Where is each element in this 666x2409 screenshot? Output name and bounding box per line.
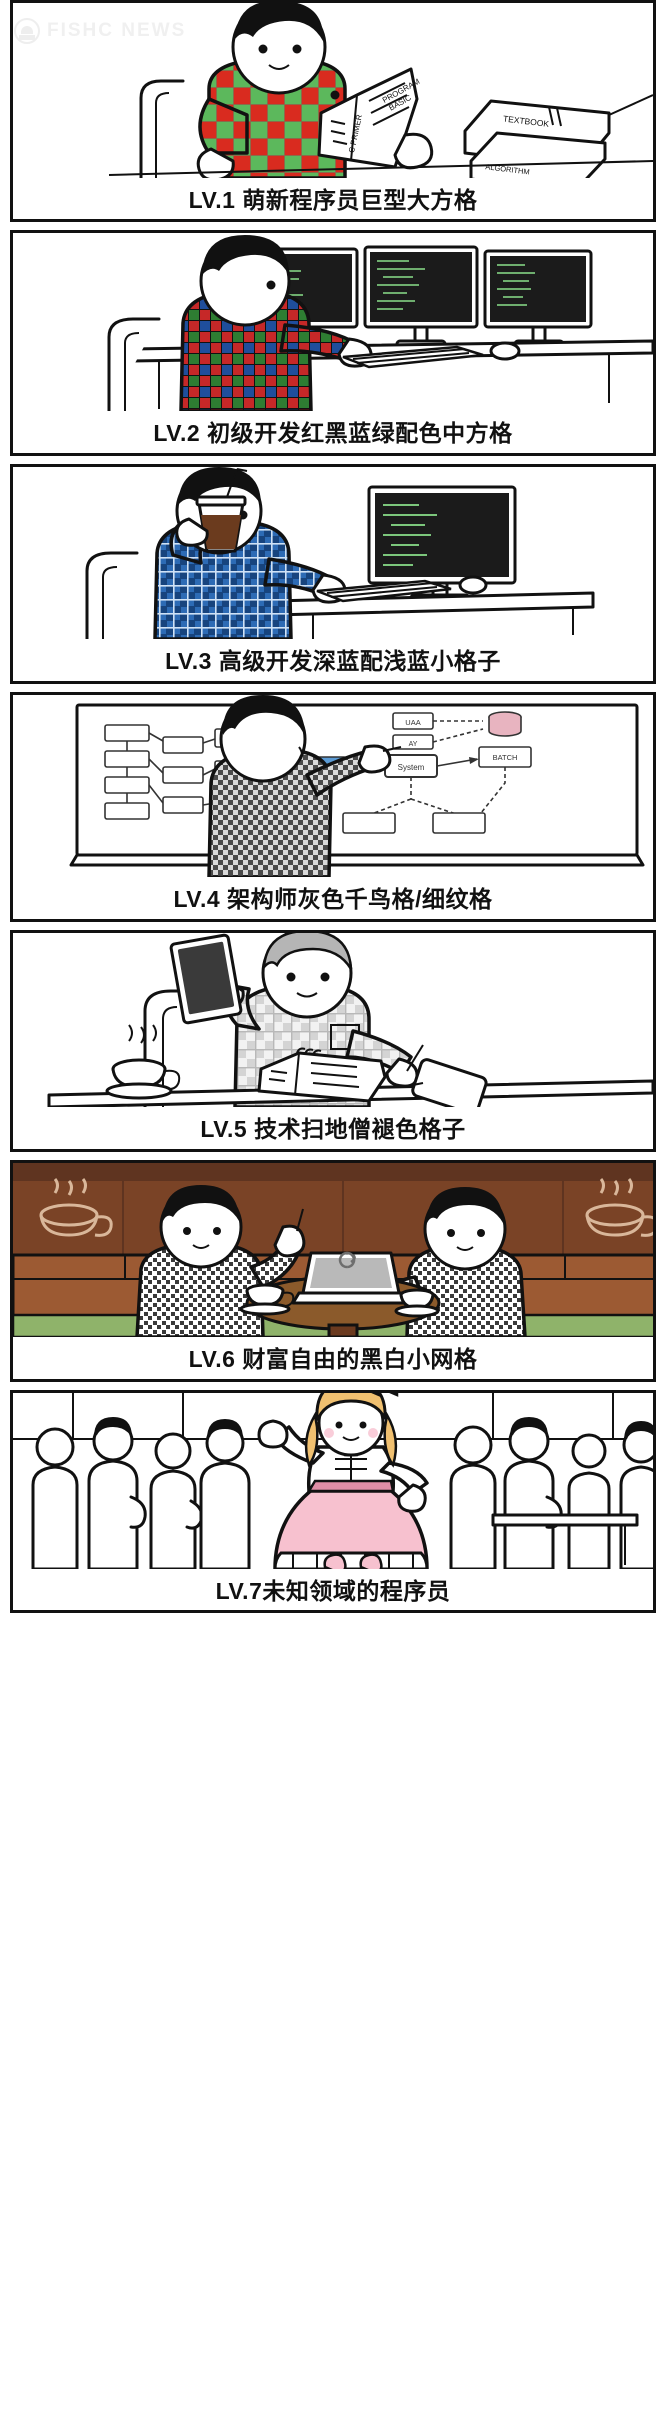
coffee-cup-left: [239, 1283, 295, 1316]
lolita-figure: [257, 1393, 429, 1569]
iced-coffee-cup: [195, 468, 248, 553]
crowd-person-4: [199, 1419, 251, 1569]
panel-lv1-caption: LV.1 萌新程序员巨型大方格: [13, 178, 653, 219]
comic-strip: FISHC NEWS: [10, 0, 656, 1613]
smartphone: [411, 1058, 488, 1107]
svg-text:BATCH: BATCH: [493, 753, 518, 762]
panel-lv3: LV.3 高级开发深蓝配浅蓝小格子: [10, 464, 656, 684]
crowd-person-7: [567, 1433, 611, 1569]
panel-lv5-caption-text: LV.5 技术扫地僧褪色格子: [200, 1116, 466, 1142]
diagram-right: UAA AY BATCH: [342, 711, 532, 834]
lv6-illustration: [13, 1163, 653, 1337]
svg-text:System: System: [398, 763, 425, 772]
crowd: [31, 1417, 653, 1569]
panel-lv4: System cube UAA AY BATCH: [10, 692, 656, 922]
panel-lv1-caption-text: LV.1 萌新程序员巨型大方格: [188, 187, 478, 213]
monitor-center: [363, 245, 479, 349]
tablet: [169, 933, 243, 1025]
crowd-person-2: [87, 1417, 147, 1569]
keyboard: [342, 345, 484, 369]
panel-lv4-art: System cube UAA AY BATCH: [13, 695, 653, 877]
panel-lv2-art: [13, 233, 653, 411]
wall-cup-mural-right: [585, 1178, 653, 1237]
panel-lv7-caption: LV.7未知领域的程序员: [13, 1569, 653, 1610]
panel-lv3-caption: LV.3 高级开发深蓝配浅蓝小格子: [13, 639, 653, 681]
lv7-illustration: [13, 1393, 653, 1569]
panel-lv4-caption-text: LV.4 架构师灰色千鸟格/细纹格: [173, 886, 493, 912]
lv1-illustration: C PRIMER PROGRAM BASIC TEXTBOOK AL: [108, 3, 653, 178]
keyboard: [316, 579, 452, 603]
svg-text:AY: AY: [409, 741, 418, 748]
lv2-illustration: [107, 235, 653, 411]
coffee-cup-right: [394, 1288, 440, 1318]
panel-lv5: LV.5 技术扫地僧褪色格子: [10, 930, 656, 1152]
monitor-right: [483, 249, 593, 349]
panel-lv7-art: [13, 1393, 653, 1569]
panel-lv6-art: [13, 1163, 653, 1337]
panel-lv1-art: C PRIMER PROGRAM BASIC TEXTBOOK AL: [13, 3, 653, 178]
panel-lv5-caption: LV.5 技术扫地僧褪色格子: [13, 1107, 653, 1149]
wall-cup-mural-left: [39, 1178, 113, 1237]
panel-lv3-art: [13, 467, 653, 639]
svg-text:UAA: UAA: [405, 718, 420, 727]
crowd-person-5: [449, 1425, 497, 1569]
panel-lv7: LV.7未知领域的程序员: [10, 1390, 656, 1613]
panel-lv2: LV.2 初级开发红黑蓝绿配色中方格: [10, 230, 656, 456]
flowchart: [104, 724, 260, 820]
laptop: [291, 1251, 411, 1305]
panel-lv4-caption: LV.4 架构师灰色千鸟格/细纹格: [13, 877, 653, 919]
panel-lv2-caption: LV.2 初级开发红黑蓝绿配色中方格: [13, 411, 653, 453]
crowd-person-1: [31, 1427, 79, 1569]
panel-lv6: LV.6 财富自由的黑白小网格: [10, 1160, 656, 1382]
panel-lv5-art: [13, 933, 653, 1107]
panel-lv6-caption: LV.6 财富自由的黑白小网格: [13, 1337, 653, 1379]
monitor: [367, 485, 517, 604]
table: [491, 1513, 639, 1565]
notebook: [257, 1047, 387, 1103]
lv4-illustration: System cube UAA AY BATCH: [69, 695, 645, 877]
panel-lv3-caption-text: LV.3 高级开发深蓝配浅蓝小格子: [165, 648, 501, 674]
panel-lv2-caption-text: LV.2 初级开发红黑蓝绿配色中方格: [153, 420, 513, 446]
panel-lv7-caption-text: LV.7未知领域的程序员: [215, 1578, 451, 1604]
lv3-illustration: [85, 467, 595, 639]
panel-lv6-caption-text: LV.6 财富自由的黑白小网格: [188, 1346, 478, 1372]
person-left: [135, 1185, 306, 1337]
crowd-person-3: [149, 1432, 204, 1569]
panel-lv1: C PRIMER PROGRAM BASIC TEXTBOOK AL: [10, 0, 656, 222]
lv5-illustration: [47, 933, 653, 1107]
coffee-cup: [105, 1024, 181, 1100]
